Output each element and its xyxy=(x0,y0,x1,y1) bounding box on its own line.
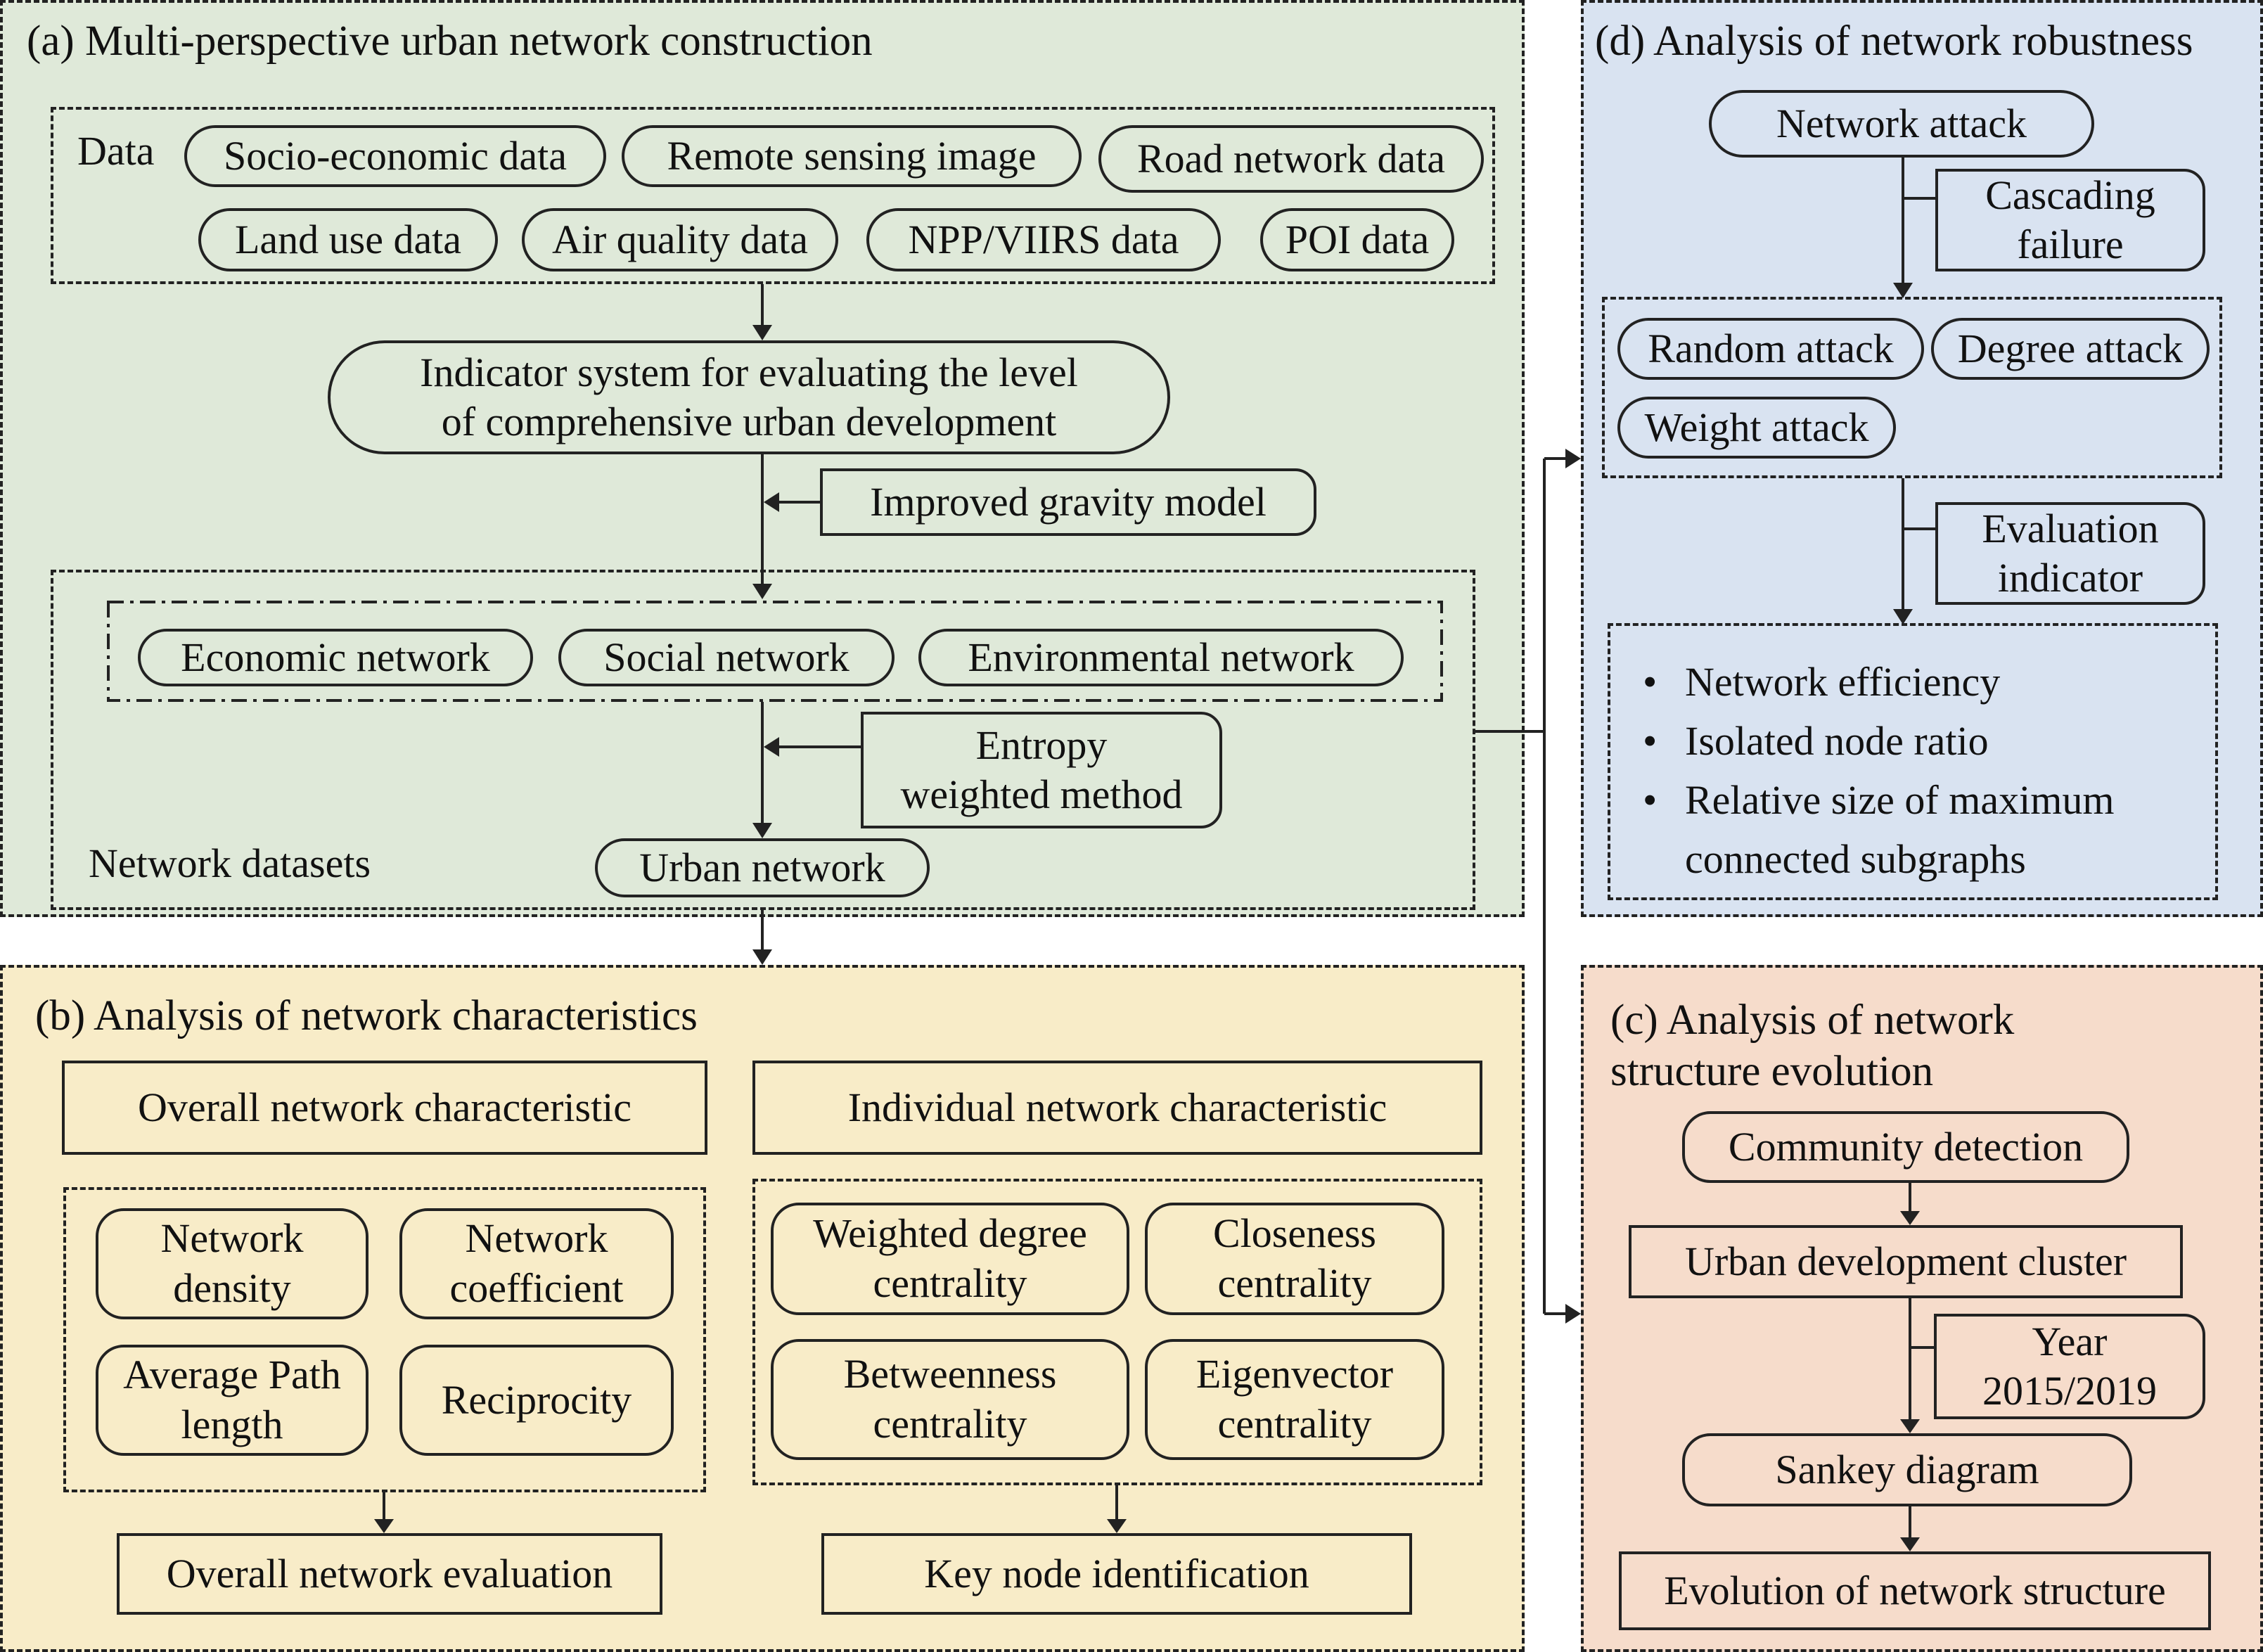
arrowhead-urban xyxy=(752,823,772,838)
arrowhead-gravity xyxy=(764,492,779,512)
isolated-node-ratio-item: Isolated node ratio xyxy=(1615,712,2212,771)
individual-characteristic-header: Individual network characteristic xyxy=(752,1061,1482,1155)
entropy-line-2: weighted method xyxy=(900,771,1183,817)
entropy-line-1: Entropy xyxy=(975,722,1108,769)
panel-structure-evolution xyxy=(1581,965,2263,1652)
betweenness-line-2: centrality xyxy=(873,1401,1027,1447)
year-line-1: Year xyxy=(2032,1319,2108,1365)
arrowhead-evolution xyxy=(1900,1537,1920,1551)
relative-size-item: Relative size of maximum connected subgr… xyxy=(1615,771,2212,889)
weighted-degree-line-1: Weighted degree xyxy=(813,1210,1087,1257)
community-detection-node: Community detection xyxy=(1682,1111,2129,1183)
arrowhead-types xyxy=(1893,283,1913,298)
arrowhead-cluster xyxy=(1900,1211,1920,1225)
arrowhead-c xyxy=(1565,1304,1581,1324)
weighted-degree-line-2: centrality xyxy=(873,1260,1027,1306)
data-label: Data xyxy=(77,128,155,174)
evaluation-line-1: Evaluation xyxy=(1982,506,2159,552)
network-coefficient-line-1: Network xyxy=(465,1215,608,1262)
social-network-node: Social network xyxy=(558,629,895,686)
key-node-identification-box: Key node identification xyxy=(821,1533,1412,1615)
eigenvector-line-1: Eigenvector xyxy=(1195,1351,1394,1397)
evaluation-indicator-tag: Evaluation indicator xyxy=(1935,502,2205,605)
eigenvector-line-2: centrality xyxy=(1217,1401,1372,1447)
land-use-data-node: Land use data xyxy=(198,208,498,271)
network-datasets-label: Network datasets xyxy=(89,840,371,886)
data-group xyxy=(51,107,1495,284)
panel-a-title: (a) Multi-perspective urban network cons… xyxy=(27,18,873,65)
gravity-model-tag: Improved gravity model xyxy=(820,468,1316,536)
panel-b-title: (b) Analysis of network characteristics xyxy=(35,992,698,1039)
individual-metrics-group xyxy=(752,1179,1482,1485)
network-density-node: Network density xyxy=(96,1208,368,1319)
weight-attack-node: Weight attack xyxy=(1617,397,1896,459)
overall-characteristic-header: Overall network characteristic xyxy=(62,1061,707,1155)
evaluation-line-2: indicator xyxy=(1997,555,2143,601)
arrowhead-indicators xyxy=(1893,609,1913,625)
economic-network-node: Economic network xyxy=(138,629,533,686)
poi-data-node: POI data xyxy=(1260,208,1454,271)
relative-size-line-1: Relative size of maximum xyxy=(1685,777,2115,824)
arrowhead-b xyxy=(752,949,772,965)
network-coefficient-line-2: coefficient xyxy=(449,1265,624,1311)
network-density-line-2: density xyxy=(173,1265,291,1311)
closeness-line-2: centrality xyxy=(1217,1260,1372,1306)
year-line-2: 2015/2019 xyxy=(1982,1368,2158,1414)
closeness-line-1: Closeness xyxy=(1213,1210,1376,1257)
average-path-line-2: length xyxy=(181,1402,283,1447)
network-coefficient-node: Network coefficient xyxy=(399,1208,674,1319)
socio-economic-data-node: Socio-economic data xyxy=(184,125,606,187)
arrowhead-indicator xyxy=(752,325,772,340)
degree-attack-node: Degree attack xyxy=(1931,318,2210,380)
arrowhead-overall xyxy=(374,1519,394,1533)
reciprocity-node: Reciprocity xyxy=(399,1345,674,1456)
year-tag: Year 2015/2019 xyxy=(1934,1314,2205,1419)
panel-c-title: (c) Analysis of network structure evolut… xyxy=(1610,994,2014,1097)
overall-metrics-group xyxy=(63,1187,706,1492)
network-types-border xyxy=(107,601,1443,702)
attack-types-group xyxy=(1602,297,2222,478)
betweenness-centrality-node: Betweenness centrality xyxy=(771,1339,1129,1460)
cascading-line-2: failure xyxy=(2017,222,2124,267)
air-quality-data-node: Air quality data xyxy=(522,208,838,271)
indicator-line-1: Indicator system for evaluating the leve… xyxy=(420,350,1078,396)
remote-sensing-node: Remote sensing image xyxy=(622,125,1082,187)
cascading-failure-tag: Cascading failure xyxy=(1935,169,2205,271)
panel-network-characteristics xyxy=(0,965,1525,1652)
indicator-line-2: of comprehensive urban development xyxy=(441,399,1057,444)
environmental-network-node: Environmental network xyxy=(918,629,1404,686)
overall-network-evaluation-box: Overall network evaluation xyxy=(117,1533,662,1615)
arrowhead-entropy xyxy=(764,737,779,757)
urban-network-node: Urban network xyxy=(595,838,930,897)
indicator-system-node: Indicator system for evaluating the leve… xyxy=(328,340,1170,454)
network-attack-node: Network attack xyxy=(1709,90,2094,158)
random-attack-node: Random attack xyxy=(1617,318,1924,380)
eigenvector-centrality-node: Eigenvector centrality xyxy=(1145,1339,1444,1460)
arrowhead-individual xyxy=(1107,1519,1127,1533)
cascading-line-1: Cascading xyxy=(1985,172,2155,219)
indicators-group xyxy=(1608,623,2218,900)
arrowhead-networks xyxy=(752,584,772,599)
panel-c-title-line-1: (c) Analysis of network xyxy=(1610,997,2015,1044)
panel-d-title: (d) Analysis of network robustness xyxy=(1595,18,2193,65)
relative-size-line-2: connected subgraphs xyxy=(1685,836,2026,883)
arrowhead-d xyxy=(1565,449,1581,468)
network-efficiency-item: Network efficiency xyxy=(1615,653,2212,712)
arrowhead-sankey xyxy=(1900,1419,1920,1433)
sankey-diagram-node: Sankey diagram xyxy=(1682,1433,2132,1506)
npp-viirs-data-node: NPP/VIIRS data xyxy=(866,208,1221,271)
road-network-data-node: Road network data xyxy=(1098,125,1484,193)
average-path-length-node: Average Path length xyxy=(96,1345,368,1456)
closeness-centrality-node: Closeness centrality xyxy=(1145,1203,1444,1315)
entropy-weighted-tag: Entropy weighted method xyxy=(861,712,1222,828)
evolution-structure-box: Evolution of network structure xyxy=(1619,1551,2211,1630)
urban-development-cluster-box: Urban development cluster xyxy=(1629,1225,2183,1298)
panel-c-title-line-2: structure evolution xyxy=(1610,1048,1934,1096)
network-density-line-1: Network xyxy=(160,1215,304,1262)
average-path-line-1: Average Path xyxy=(123,1352,341,1398)
weighted-degree-centrality-node: Weighted degree centrality xyxy=(771,1203,1129,1315)
betweenness-line-1: Betweenness xyxy=(843,1351,1057,1397)
indicator-list: Network efficiency Isolated node ratio R… xyxy=(1615,653,2212,889)
